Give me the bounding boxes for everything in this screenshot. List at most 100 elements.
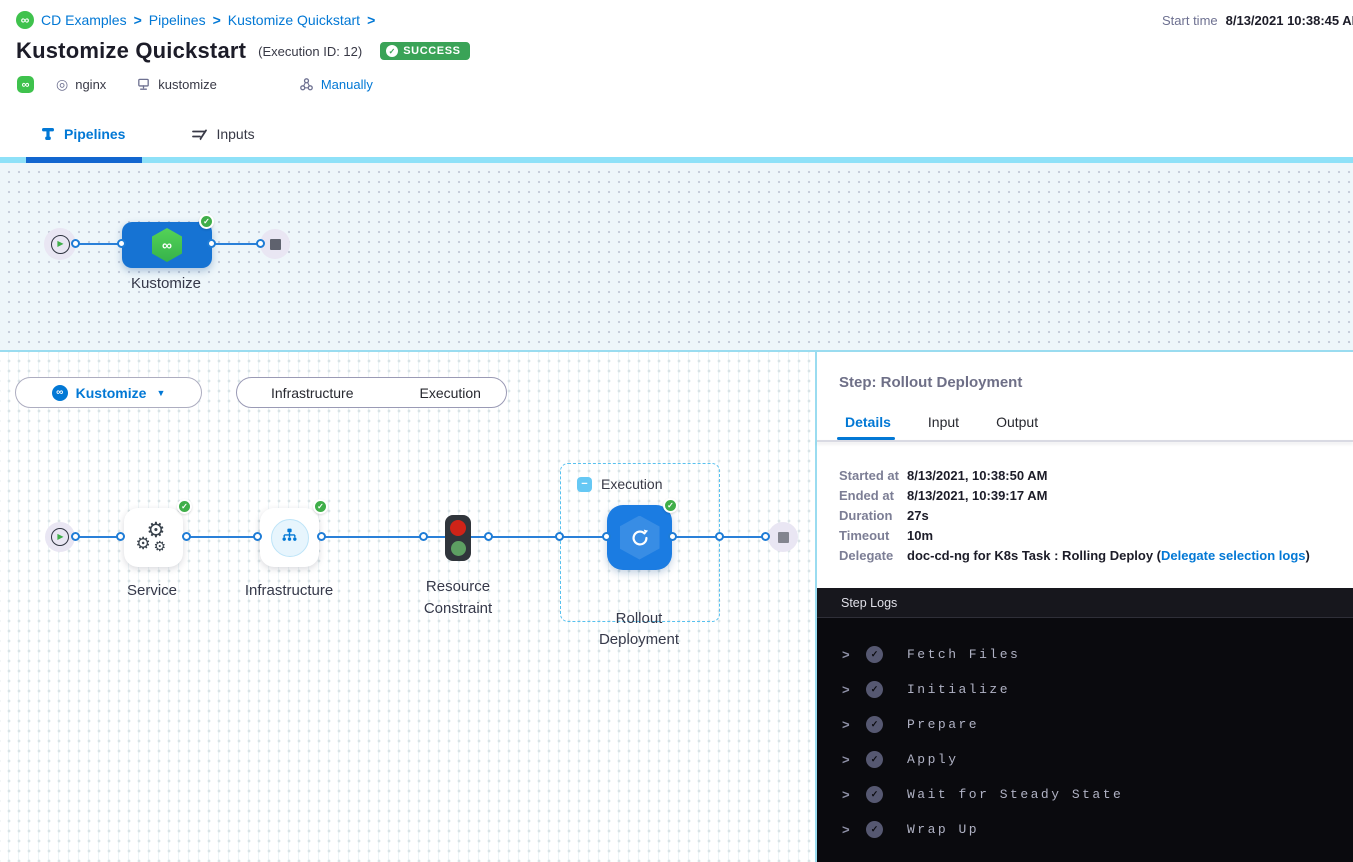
tab-details[interactable]: Details	[845, 414, 891, 430]
tabs-separator	[817, 440, 1353, 442]
step-label-resource-constraint: Resource Constraint	[423, 578, 493, 617]
stage-node-kustomize[interactable]: ∞	[122, 222, 212, 268]
step-node-service[interactable]: ⚙⚙⚙	[124, 508, 183, 567]
tab-strip	[0, 157, 1353, 163]
collapse-group-icon[interactable]: −	[577, 476, 592, 492]
connector-port	[207, 239, 216, 248]
status-badge: ✓ SUCCESS	[380, 42, 470, 60]
log-success-icon: ✓	[866, 681, 883, 698]
stage-selector-dropdown[interactable]: ∞ Kustomize ▼	[15, 377, 202, 408]
connector-port	[555, 532, 564, 541]
toggle-execution[interactable]: Execution	[419, 384, 481, 401]
play-icon: ▶	[57, 532, 64, 541]
tab-inputs[interactable]: Inputs	[191, 125, 255, 142]
step-success-badge: ✓	[177, 499, 192, 514]
stop-icon	[777, 531, 789, 543]
breadcrumb-kustomize-quickstart[interactable]: Kustomize Quickstart	[227, 12, 361, 28]
log-success-icon: ✓	[866, 821, 883, 838]
connector-port	[71, 239, 80, 248]
breadcrumb-cd-examples[interactable]: CD Examples	[41, 12, 127, 28]
log-section-initialize[interactable]: > ✓ Initialize	[842, 681, 1011, 698]
log-success-icon: ✓	[866, 751, 883, 768]
traffic-light-green	[450, 541, 466, 556]
step-node-infrastructure[interactable]	[260, 508, 319, 567]
harness-pipeline-icon: ∞	[17, 76, 34, 93]
connector-port	[317, 532, 326, 541]
service-tag-label: nginx	[75, 77, 107, 92]
expand-chevron-icon[interactable]: >	[842, 717, 850, 732]
start-time-value: 8/13/2021 10:38:45 AM	[1225, 13, 1353, 28]
view-toggle: Infrastructure Execution	[236, 377, 507, 408]
connector-port	[715, 532, 724, 541]
pipelines-icon	[40, 126, 56, 142]
log-section-apply[interactable]: > ✓ Apply	[842, 751, 959, 768]
log-section-wait-for-steady-state[interactable]: > ✓ Wait for Steady State	[842, 786, 1124, 803]
details-tab-indicator	[837, 437, 895, 440]
step-panel-title: Step: Rollout Deployment	[839, 374, 1023, 391]
detail-row-started-at: Started at 8/13/2021, 10:38:50 AM	[839, 467, 1048, 483]
step-node-rollout-deployment[interactable]	[607, 505, 672, 570]
inputs-icon	[191, 126, 208, 142]
connector-port	[484, 532, 493, 541]
pipeline-end-node	[260, 229, 290, 259]
step-logs-body: > ✓ Fetch Files > ✓ Initialize > ✓ Prepa…	[817, 618, 1353, 847]
tab-inputs-label: Inputs	[216, 125, 255, 142]
service-icon: ◎	[56, 76, 69, 92]
detail-row-duration: Duration 27s	[839, 507, 929, 523]
execution-header: ∞ CD Examples > Pipelines > Kustomize Qu…	[0, 0, 1353, 110]
chevron-down-icon: ▼	[156, 387, 166, 398]
trigger-manually-link[interactable]: Manually	[320, 77, 373, 92]
expand-chevron-icon[interactable]: >	[842, 752, 850, 767]
expand-chevron-icon[interactable]: >	[842, 647, 850, 662]
service-tag: ◎ nginx	[56, 76, 106, 93]
expand-chevron-icon[interactable]: >	[842, 822, 850, 837]
expand-chevron-icon[interactable]: >	[842, 682, 850, 697]
execution-canvas[interactable]: ∞ Kustomize ▼ Infrastructure Execution ▶…	[0, 352, 815, 862]
connector-port	[419, 532, 428, 541]
step-node-resource-constraint[interactable]	[445, 515, 471, 561]
connector-port	[256, 239, 265, 248]
connector-port	[117, 239, 126, 248]
stage-label-kustomize: Kustomize	[130, 275, 202, 292]
environment-tag: kustomize	[136, 77, 217, 92]
connector-port	[253, 532, 262, 541]
detail-row-ended-at: Ended at 8/13/2021, 10:39:17 AM	[839, 487, 1048, 503]
tab-input[interactable]: Input	[927, 414, 960, 430]
expand-chevron-icon[interactable]: >	[842, 787, 850, 802]
delegate-selection-logs-link[interactable]: Delegate selection logs	[1161, 547, 1306, 563]
step-panel-tabs: Details Input Output	[845, 414, 1038, 430]
tab-output[interactable]: Output	[996, 414, 1039, 430]
execution-group-label: Execution	[601, 476, 663, 492]
detail-row-timeout: Timeout 10m	[839, 527, 934, 543]
tab-pipelines[interactable]: Pipelines	[40, 126, 125, 142]
connector-port	[602, 532, 611, 541]
play-icon: ▶	[57, 239, 64, 248]
trigger-icon	[299, 77, 314, 92]
breadcrumb: ∞ CD Examples > Pipelines > Kustomize Qu…	[16, 11, 375, 29]
stage-selector-icon: ∞	[51, 384, 68, 401]
step-logs-title: Step Logs	[841, 595, 898, 610]
tab-pipelines-label: Pipelines	[64, 125, 126, 142]
success-check-icon: ✓	[386, 45, 399, 57]
pipeline-canvas[interactable]: ▶ ∞ ✓ Kustomize	[0, 163, 1353, 352]
detail-row-delegate: Delegate doc-cd-ng for K8s Task : Rollin…	[839, 547, 1310, 563]
environment-icon	[136, 77, 151, 92]
traffic-light-red	[450, 520, 466, 536]
title-row: Kustomize Quickstart (Execution ID: 12) …	[16, 38, 470, 64]
log-success-icon: ✓	[866, 786, 883, 803]
breadcrumb-pipelines[interactable]: Pipelines	[148, 12, 206, 28]
main-tabbar: Pipelines Inputs	[0, 110, 1353, 157]
toggle-infrastructure[interactable]: Infrastructure	[271, 384, 354, 401]
rollout-hexagon	[619, 515, 660, 560]
log-section-fetch-files[interactable]: > ✓ Fetch Files	[842, 646, 1021, 663]
connector-port	[182, 532, 191, 541]
step-label-service: Service	[126, 582, 178, 599]
execution-start-node: ▶	[45, 522, 75, 552]
breadcrumb-separator: >	[212, 12, 221, 28]
step-label-infrastructure: Infrastructure	[244, 582, 334, 599]
log-success-icon: ✓	[866, 716, 883, 733]
log-section-wrap-up[interactable]: > ✓ Wrap Up	[842, 821, 980, 838]
log-section-prepare[interactable]: > ✓ Prepare	[842, 716, 980, 733]
execution-id: (Execution ID: 12)	[258, 43, 363, 59]
